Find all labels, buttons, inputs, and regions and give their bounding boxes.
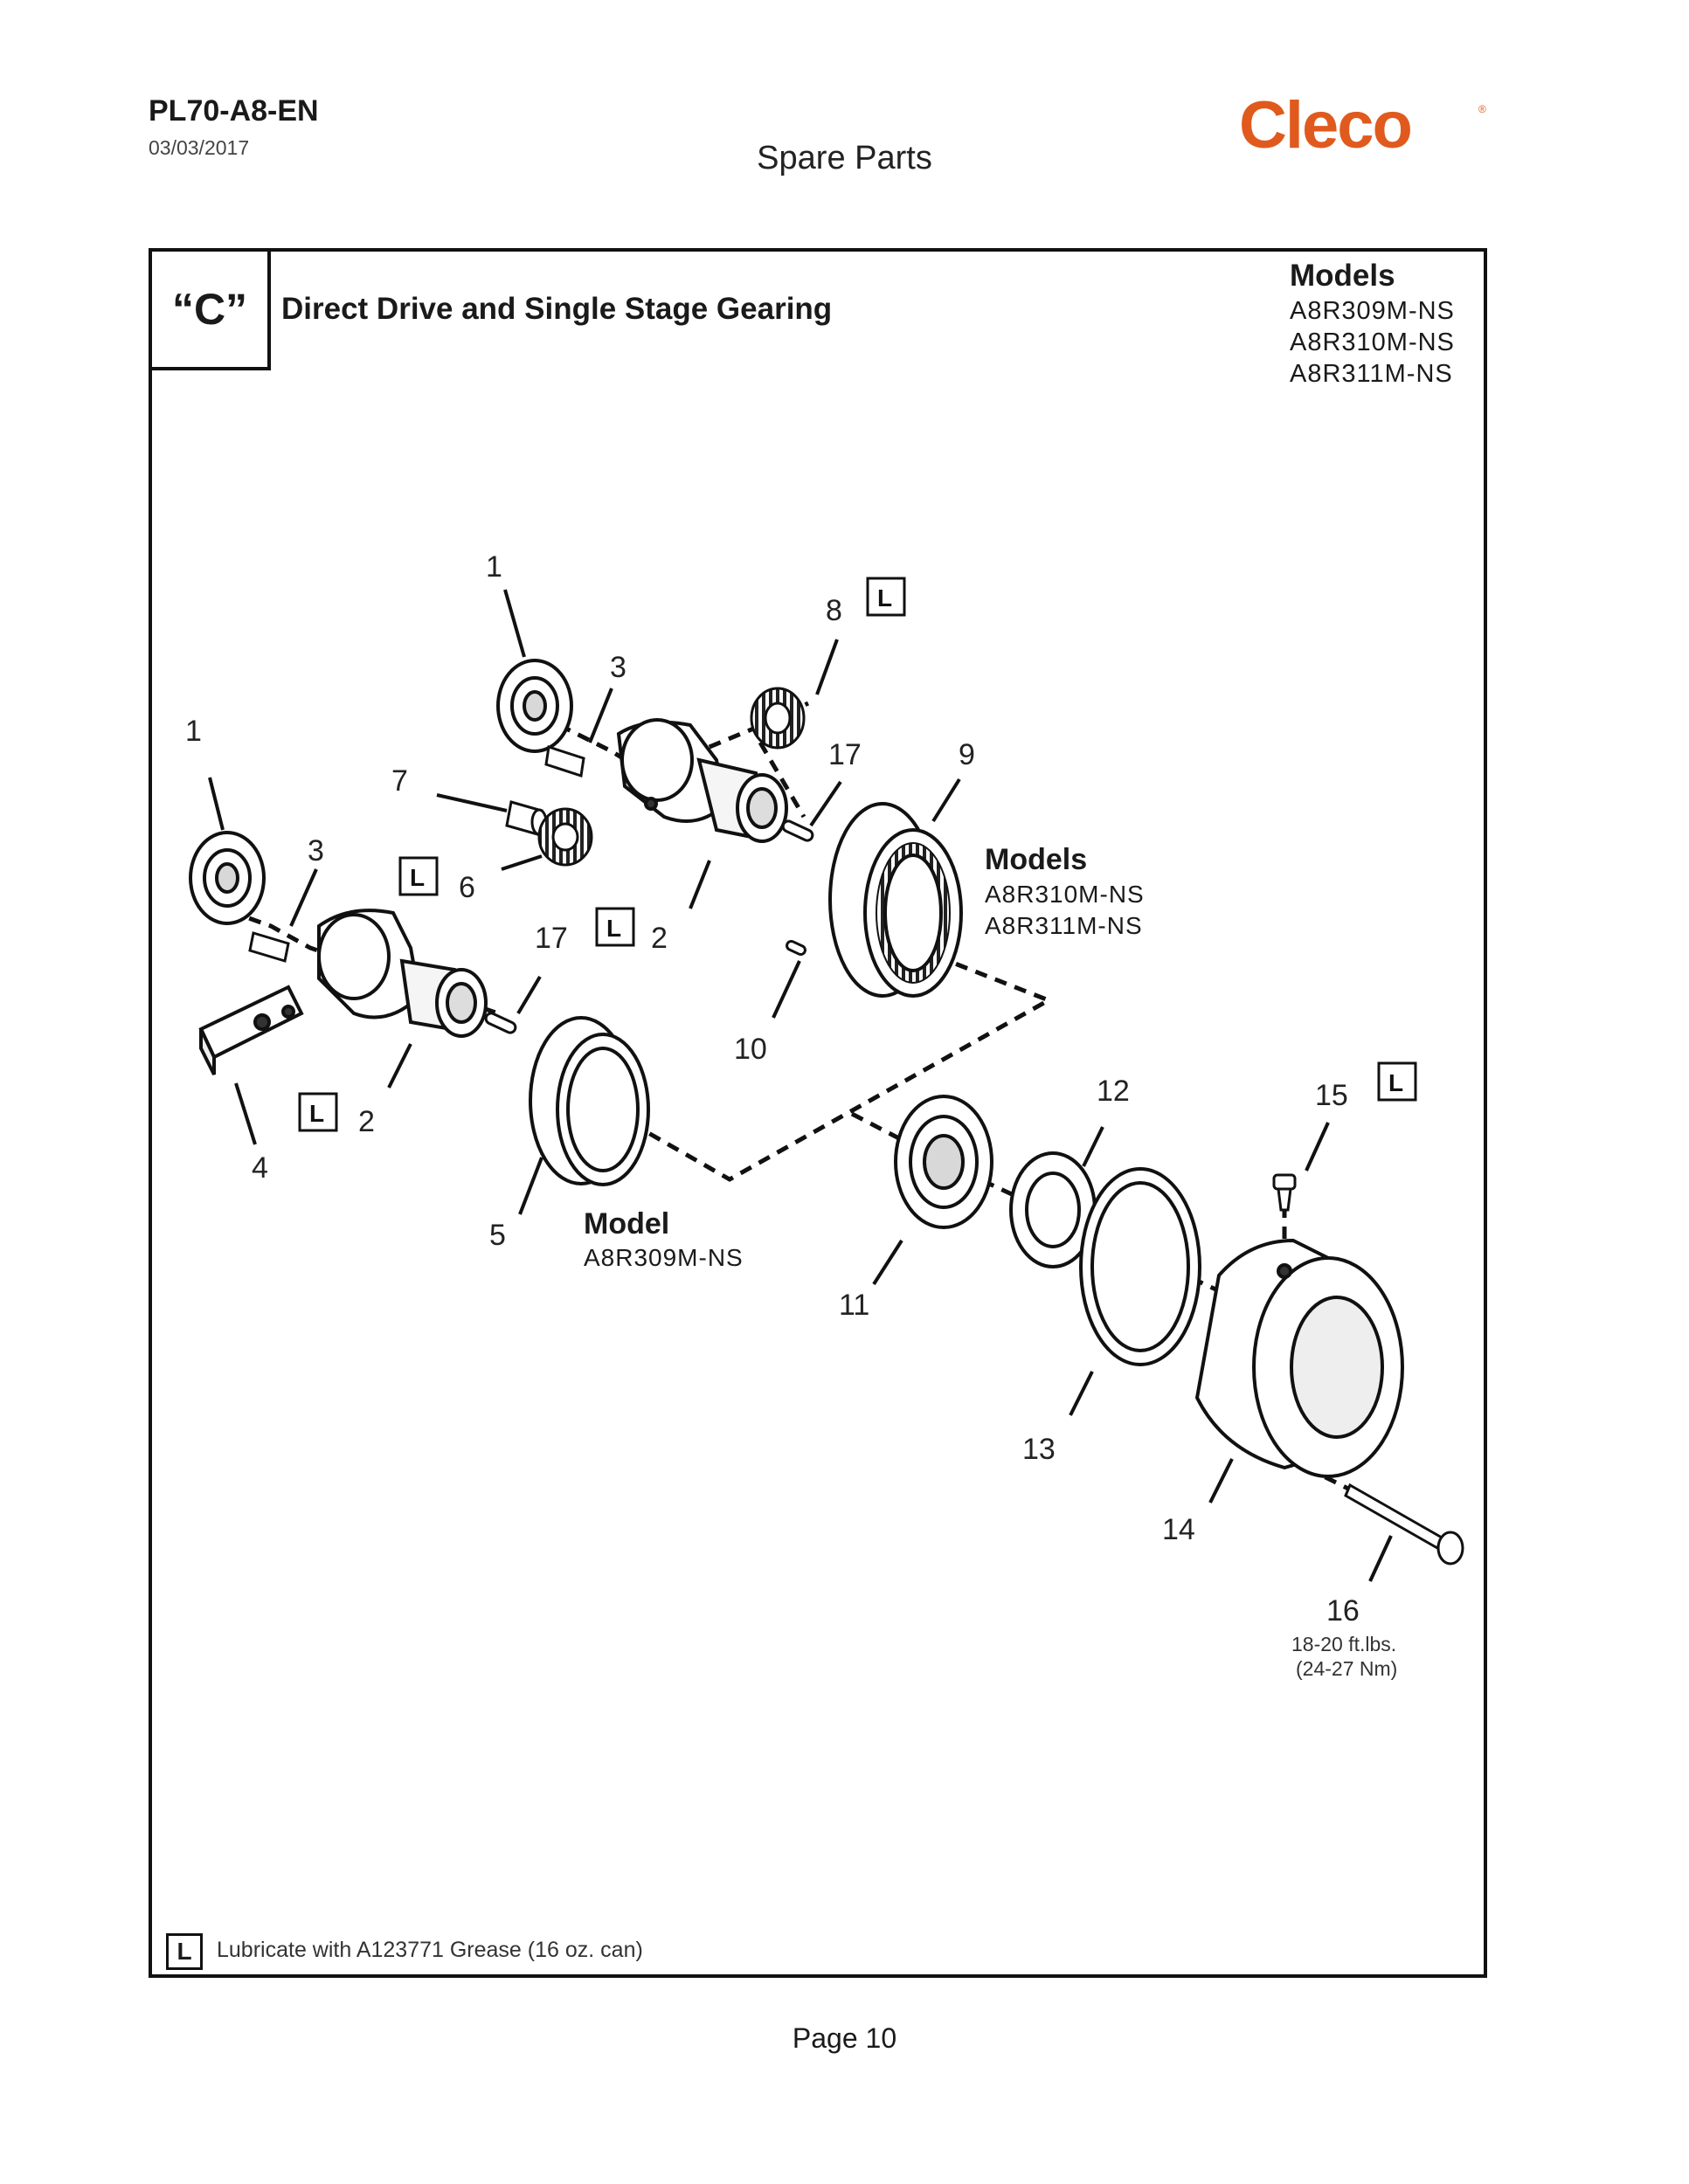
brand-logo: Cleco bbox=[1239, 88, 1413, 162]
model-note-line: A8R310M-NS bbox=[985, 881, 1145, 908]
screw-15 bbox=[1272, 1173, 1297, 1212]
model-line: A8R311M-NS bbox=[1290, 360, 1453, 388]
callout-11: 11 bbox=[839, 1289, 869, 1322]
ring-gear-9 bbox=[828, 802, 963, 998]
callout-17: 17 bbox=[828, 738, 862, 771]
pin-upper bbox=[544, 745, 585, 778]
bearing-lower bbox=[189, 831, 266, 925]
block-4 bbox=[198, 985, 304, 1075]
callout-13: 13 bbox=[1022, 1433, 1056, 1466]
callout-8: 8 bbox=[826, 594, 842, 627]
planet-carrier-lower bbox=[317, 909, 488, 1038]
needle-bearing-7 bbox=[505, 800, 548, 836]
callout-9: 9 bbox=[959, 738, 975, 771]
callout-1: 1 bbox=[486, 550, 502, 584]
callout-4: 4 bbox=[252, 1151, 268, 1185]
models-heading: Models bbox=[1290, 259, 1395, 293]
callout-14: 14 bbox=[1162, 1513, 1195, 1546]
callout-5: 5 bbox=[489, 1219, 506, 1252]
model-note-line: A8R311M-NS bbox=[985, 912, 1143, 939]
callout-1: 1 bbox=[185, 715, 202, 748]
panel-title: Direct Drive and Single Stage Gearing bbox=[281, 292, 833, 326]
lube-marker: L bbox=[866, 577, 906, 617]
planet-gear-8 bbox=[750, 687, 806, 750]
callout-3: 3 bbox=[610, 651, 626, 684]
doc-date: 03/03/2017 bbox=[149, 136, 250, 159]
legend-text: Lubricate with A123771 Grease (16 oz. ca… bbox=[217, 1938, 643, 1962]
callout-15: 15 bbox=[1315, 1079, 1348, 1112]
callout-2: 2 bbox=[651, 922, 668, 955]
lube-marker: L bbox=[1377, 1061, 1417, 1102]
pin-lower bbox=[248, 931, 290, 963]
legend-lube-marker: L bbox=[166, 1933, 203, 1970]
gasket-13 bbox=[1079, 1167, 1201, 1366]
panel-frame bbox=[149, 248, 1487, 1978]
callout-12: 12 bbox=[1097, 1075, 1130, 1108]
pin-10 bbox=[786, 939, 806, 957]
panel-tag: “C” bbox=[149, 248, 271, 370]
model-line: A8R310M-NS bbox=[1290, 328, 1455, 356]
callout-2: 2 bbox=[358, 1105, 375, 1138]
key-17-upper bbox=[781, 819, 814, 842]
lube-marker: L bbox=[298, 1092, 338, 1132]
torque-spec-metric: (24-27 Nm) bbox=[1296, 1657, 1397, 1680]
model-note-line: A8R309M-NS bbox=[584, 1244, 744, 1271]
callout-7: 7 bbox=[391, 764, 408, 798]
housing-14 bbox=[1194, 1238, 1404, 1478]
model-note-heading: Model bbox=[584, 1207, 669, 1241]
svg-text:L: L bbox=[309, 1100, 324, 1127]
lube-marker: L bbox=[398, 856, 439, 896]
doc-code: PL70-A8-EN bbox=[149, 94, 319, 128]
callout-17: 17 bbox=[535, 922, 568, 955]
leader-lines bbox=[208, 589, 1393, 1582]
bolt-16 bbox=[1344, 1482, 1464, 1565]
logo-registered-mark: ® bbox=[1478, 103, 1486, 115]
page-number: Page 10 bbox=[792, 2022, 897, 2054]
svg-text:L: L bbox=[877, 584, 892, 612]
svg-text:L: L bbox=[606, 915, 621, 942]
section-heading: Spare Parts bbox=[757, 140, 932, 176]
callout-3: 3 bbox=[308, 834, 324, 867]
model-note-heading: Models bbox=[985, 843, 1087, 876]
key-17-lower bbox=[484, 1012, 517, 1034]
model-line: A8R309M-NS bbox=[1290, 297, 1455, 325]
planet-carrier-upper bbox=[616, 718, 788, 843]
callout-10: 10 bbox=[734, 1033, 767, 1066]
planet-gear-6 bbox=[537, 807, 593, 867]
svg-text:L: L bbox=[1388, 1069, 1403, 1096]
callout-16: 16 bbox=[1326, 1594, 1360, 1628]
callout-6: 6 bbox=[459, 871, 475, 904]
bearing-upper bbox=[496, 659, 573, 753]
ring-5 bbox=[529, 1016, 650, 1186]
torque-spec-imperial: 18-20 ft.lbs. bbox=[1291, 1633, 1396, 1655]
lube-marker: L bbox=[595, 907, 635, 947]
bearing-11 bbox=[894, 1095, 993, 1229]
svg-text:L: L bbox=[410, 864, 425, 891]
